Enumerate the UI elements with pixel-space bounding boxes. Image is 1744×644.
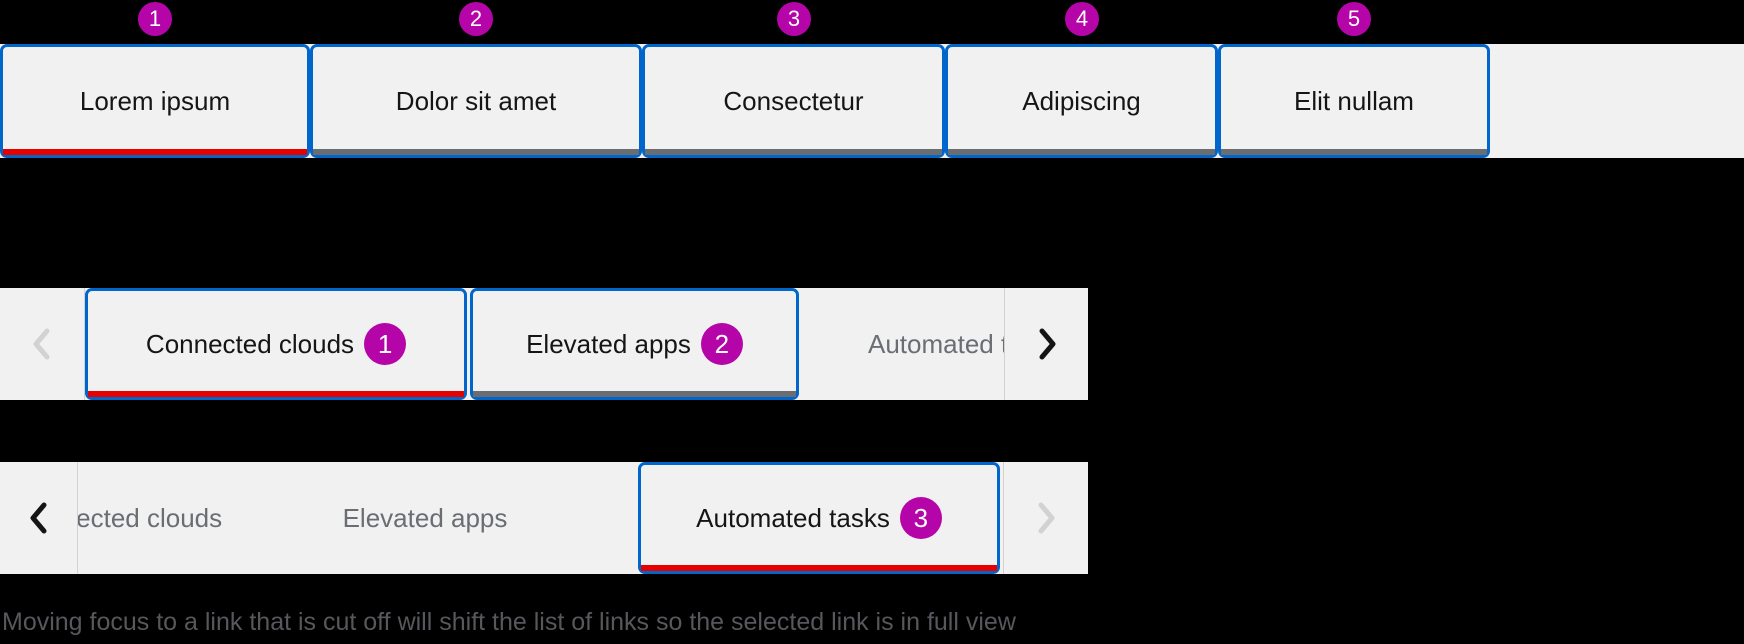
- scroll-left-button[interactable]: [0, 462, 77, 574]
- unselected-underline: [473, 391, 796, 397]
- divider: [1003, 462, 1004, 574]
- tab-connected-clouds-clipped[interactable]: Connected clouds: [78, 462, 300, 574]
- tab-label: Elevated apps: [342, 502, 508, 533]
- annotation-badge-3: 3: [899, 497, 942, 539]
- chevron-left-icon: [30, 502, 46, 534]
- tab-automated-tasks-clipped[interactable]: Automated tasks: [802, 288, 1004, 400]
- divider: [84, 288, 85, 400]
- tab-label: Dolor sit amet: [395, 85, 557, 116]
- chevron-left-icon: [33, 328, 50, 360]
- scroll-right-button[interactable]: [1005, 288, 1088, 400]
- tab-dolor-sit-amet[interactable]: Dolor sit amet: [310, 44, 642, 158]
- tab-label: Automated tasks: [868, 328, 1004, 359]
- chevron-right-icon: [1039, 328, 1055, 360]
- tab-label: Connected clouds: [145, 328, 355, 359]
- selected-underline: [3, 149, 307, 155]
- annotation-badge-1: 1: [138, 2, 172, 36]
- tab-label: Adipiscing: [1022, 85, 1141, 116]
- tabs-bar-scroll-end: Connected clouds Elevated apps Automated…: [0, 462, 1088, 574]
- selected-underline: [641, 565, 997, 571]
- scroll-left-button[interactable]: [0, 288, 84, 400]
- tab-label: Connected clouds: [78, 502, 223, 533]
- tab-automated-tasks[interactable]: Automated tasks 3: [638, 462, 1000, 574]
- tab-lorem-ipsum[interactable]: Lorem ipsum: [0, 44, 310, 158]
- tab-elit-nullam[interactable]: Elit nullam: [1218, 44, 1490, 158]
- tab-elevated-apps[interactable]: Elevated apps: [300, 462, 550, 574]
- tab-label: Elit nullam: [1294, 85, 1414, 116]
- tab-consectetur[interactable]: Consectetur: [642, 44, 945, 158]
- annotation-badge-2: 2: [700, 323, 743, 365]
- annotation-badge-4: 4: [1065, 2, 1099, 36]
- unselected-underline: [1221, 149, 1487, 155]
- annotation-badge-5: 5: [1337, 2, 1371, 36]
- tabs-bar-static: Lorem ipsum Dolor sit amet Consectetur A…: [0, 44, 1744, 158]
- unselected-underline: [948, 149, 1215, 155]
- annotation-badge-2: 2: [459, 2, 493, 36]
- unselected-underline: [313, 149, 639, 155]
- tab-elevated-apps[interactable]: Elevated apps 2: [470, 288, 799, 400]
- unselected-underline: [645, 149, 942, 155]
- tabs-bar-scroll-start: Connected clouds 1 Elevated apps 2 Autom…: [0, 288, 1088, 400]
- tab-label: Automated tasks: [696, 502, 890, 533]
- divider: [77, 462, 78, 574]
- tab-label: Elevated apps: [526, 328, 691, 359]
- scroll-right-button[interactable]: [1004, 462, 1088, 574]
- tab-label: Consectetur: [723, 85, 864, 116]
- tab-label: Lorem ipsum: [79, 85, 231, 116]
- selected-underline: [88, 391, 464, 397]
- annotation-badge-1: 1: [364, 323, 407, 365]
- annotation-badge-3: 3: [777, 2, 811, 36]
- chevron-right-icon: [1038, 502, 1055, 534]
- tab-connected-clouds[interactable]: Connected clouds 1: [85, 288, 467, 400]
- divider: [1004, 288, 1005, 400]
- tab-adipiscing[interactable]: Adipiscing: [945, 44, 1218, 158]
- caption-text: Moving focus to a link that is cut off w…: [2, 608, 1016, 636]
